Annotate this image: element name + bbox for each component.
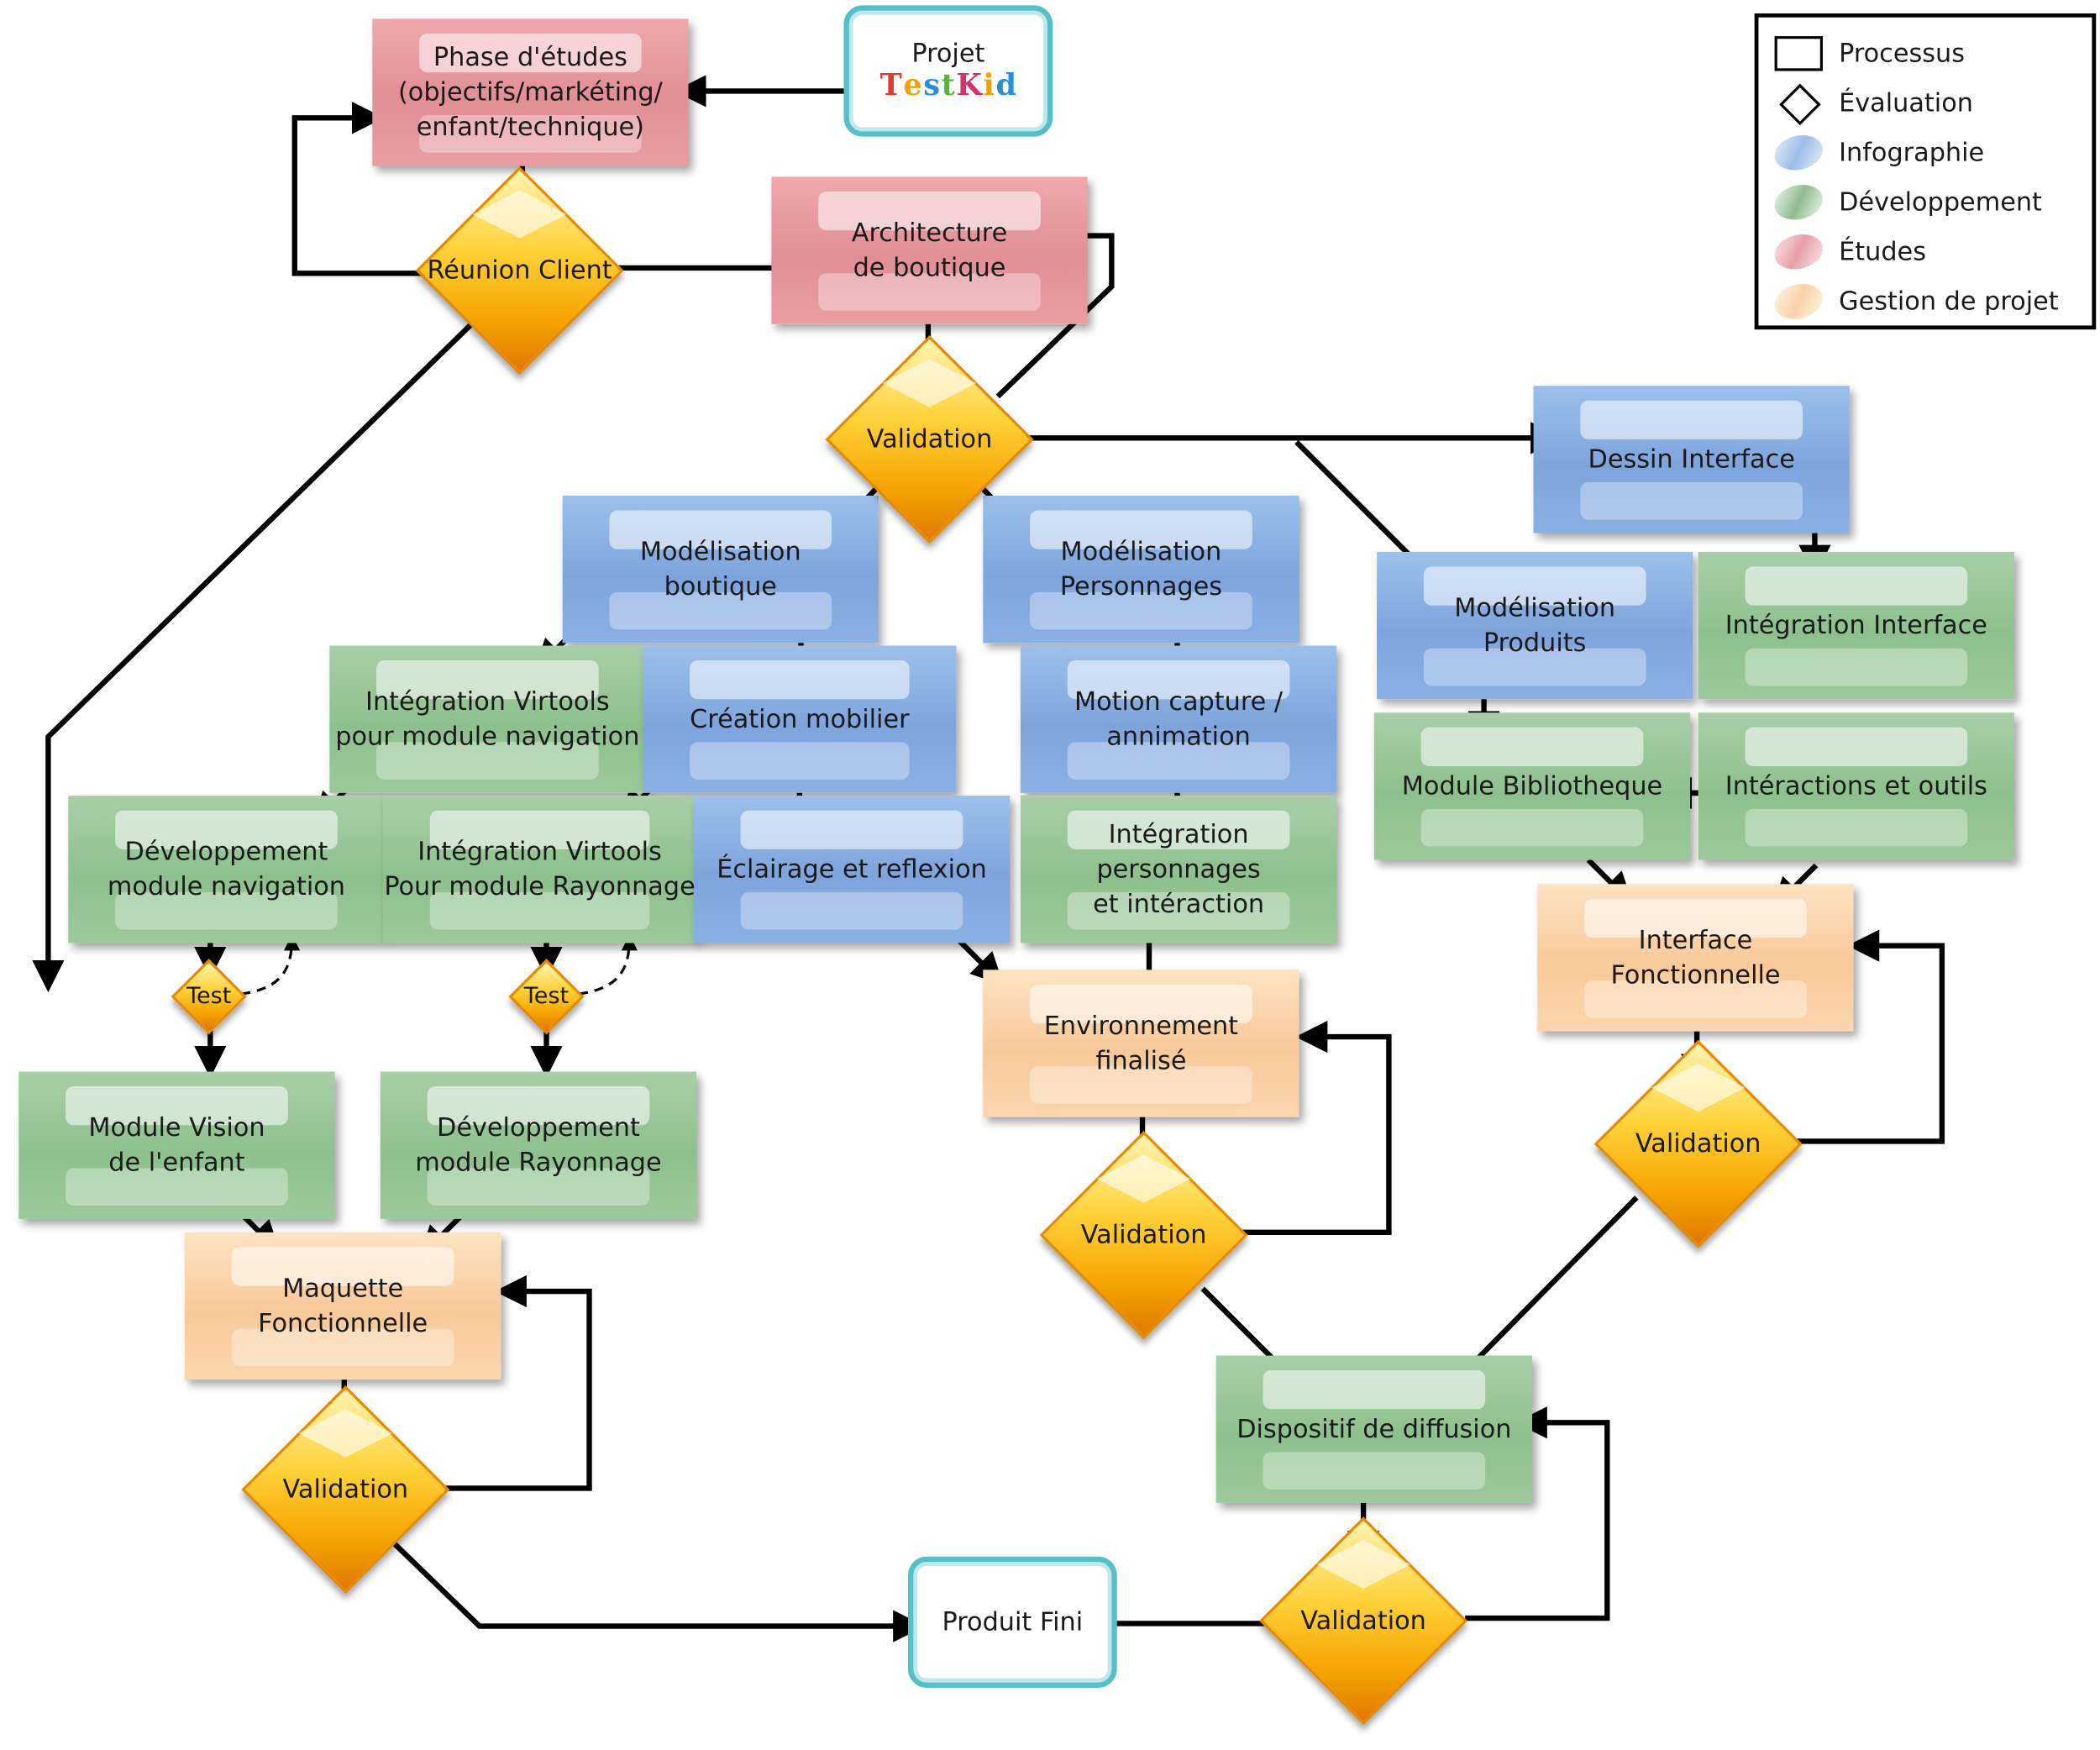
legend-label: Processus — [1839, 39, 1966, 69]
node-label: Architecture de boutique — [851, 218, 1008, 283]
arrow-reunion-phase-loop — [291, 102, 427, 276]
node-interface-fonctionnelle: Interface Fonctionnelle — [1537, 884, 1854, 1032]
decision-label: Validation — [1300, 1605, 1426, 1636]
node-label: Éclairage et reflexion — [717, 854, 987, 885]
produit-fini-label: Produit Fini — [942, 1607, 1084, 1637]
node-integration-virtools-navigation: Intégration Virtools pour module navigat… — [329, 645, 646, 793]
legend-label: Infographie — [1839, 138, 1985, 168]
node-label: Interface Fonctionnelle — [1610, 925, 1781, 991]
node-integration-personnages: Intégration personnages et intéraction — [1020, 796, 1337, 943]
diamond-icon — [1775, 86, 1823, 120]
node-module-vision: Module Vision de l'enfant — [18, 1071, 335, 1219]
projet-label: Projet — [911, 39, 985, 69]
node-label: Intégration Virtools Pour module Rayonna… — [384, 837, 696, 902]
node-label: Intéractions et outils — [1725, 771, 1987, 801]
red-swatch-icon — [1766, 234, 1831, 270]
node-developpement-navigation: Développement module navigation — [68, 796, 385, 943]
orange-swatch-icon — [1766, 284, 1831, 319]
node-interactions-outils: Intéractions et outils — [1698, 712, 2014, 860]
legend: Processus Évaluation Infographie Dévelop… — [1754, 13, 2097, 330]
node-label: Intégration Virtools pour module navigat… — [335, 686, 640, 752]
node-label: Intégration personnages et intéraction — [1093, 819, 1265, 919]
rectangle-icon — [1774, 36, 1823, 71]
node-environnement-finalise: Environnement finalisé — [983, 970, 1299, 1117]
node-motion-capture: Motion capture / annimation — [1020, 645, 1337, 793]
decision-label: Test — [523, 983, 570, 1011]
node-label: Création mobilier — [690, 704, 910, 734]
legend-label: Gestion de projet — [1839, 286, 2059, 317]
produit-fini-terminal: Produit Fini — [908, 1556, 1117, 1688]
node-label: Environnement finalisé — [1043, 1011, 1239, 1076]
dashed-test-rayon-loop — [578, 934, 638, 996]
legend-label: Développement — [1839, 187, 2042, 218]
decision-label: Validation — [1080, 1220, 1207, 1250]
node-label: Dispositif de diffusion — [1236, 1414, 1512, 1444]
node-eclairage-reflexion: Éclairage et reflexion — [693, 796, 1011, 943]
node-architecture: Architecture de boutique — [771, 176, 1088, 324]
decision-test-rayonnage: Test — [508, 959, 585, 1035]
decision-label: Validation — [866, 424, 993, 455]
node-label: Module Bibliotheque — [1401, 771, 1663, 801]
legend-label: Études — [1839, 237, 1926, 267]
legend-processus: Processus — [1774, 34, 1966, 74]
node-integration-virtools-rayonnage: Intégration Virtools Pour module Rayonna… — [382, 796, 697, 943]
decision-label: Validation — [282, 1474, 409, 1505]
decision-validation-environnement: Validation — [1039, 1131, 1248, 1340]
decision-test-navigation: Test — [171, 959, 247, 1035]
arrow-validation-diffusion-loop — [1465, 1406, 1610, 1621]
legend-etudes: Études — [1766, 232, 1926, 272]
legend-label: Évaluation — [1839, 88, 1973, 118]
node-label: Modélisation Personnages — [1059, 537, 1223, 602]
decision-label: Test — [186, 983, 232, 1011]
node-dessin-interface: Dessin Interface — [1533, 386, 1850, 533]
node-label: Modélisation Produits — [1454, 593, 1616, 658]
node-label: Dessin Interface — [1588, 444, 1795, 475]
node-dispositif-diffusion: Dispositif de diffusion — [1215, 1355, 1532, 1503]
legend-gestion: Gestion de projet — [1766, 281, 2059, 322]
node-label: Intégration Interface — [1725, 611, 1987, 641]
node-creation-mobilier: Création mobilier — [643, 645, 957, 793]
node-label: Maquette Fonctionnelle — [258, 1274, 428, 1338]
arrow-reunion-left — [32, 322, 474, 993]
decision-validation-maquette: Validation — [241, 1385, 450, 1595]
node-modelisation-produits: Modélisation Produits — [1377, 551, 1693, 700]
legend-infographie: Infographie — [1766, 133, 1985, 173]
arrow-validation-interface-loop — [1797, 929, 1945, 1144]
node-label: Développement module navigation — [107, 837, 346, 902]
node-integration-interface: Intégration Interface — [1698, 551, 2014, 700]
decision-validation-diffusion: Validation — [1259, 1516, 1468, 1726]
node-module-bibliotheque: Module Bibliotheque — [1373, 712, 1691, 860]
node-developpement-rayonnage: Développement module Rayonnage — [380, 1071, 697, 1219]
legend-evaluation: Évaluation — [1775, 83, 1973, 123]
arrow-validation-maquette-loop — [444, 1274, 592, 1491]
green-swatch-icon — [1766, 185, 1831, 220]
node-label: Développement module Rayonnage — [415, 1112, 662, 1178]
arrow-validation-env-loop — [1242, 1020, 1392, 1236]
decision-validation-interface: Validation — [1593, 1039, 1803, 1248]
decision-label: Validation — [1635, 1129, 1761, 1159]
node-maquette-fonctionnelle: Maquette Fonctionnelle — [185, 1232, 501, 1380]
dashed-test-nav-loop — [240, 934, 301, 996]
blue-swatch-icon — [1766, 135, 1831, 171]
node-phase-etudes: Phase d'études (objectifs/markéting/ enf… — [372, 18, 689, 166]
decision-reunion-client: Réunion Client — [415, 166, 624, 376]
arrow-maquette-produit — [389, 1538, 926, 1642]
node-label: Modélisation boutique — [639, 537, 801, 602]
node-label: Motion capture / annimation — [1074, 686, 1284, 752]
node-label: Phase d'études (objectifs/markéting/ enf… — [397, 43, 663, 143]
node-label: Module Vision de l'enfant — [88, 1112, 265, 1178]
legend-developpement: Développement — [1766, 182, 2042, 223]
decision-validation-architecture: Validation — [825, 334, 1034, 544]
decision-label: Réunion Client — [427, 255, 612, 286]
